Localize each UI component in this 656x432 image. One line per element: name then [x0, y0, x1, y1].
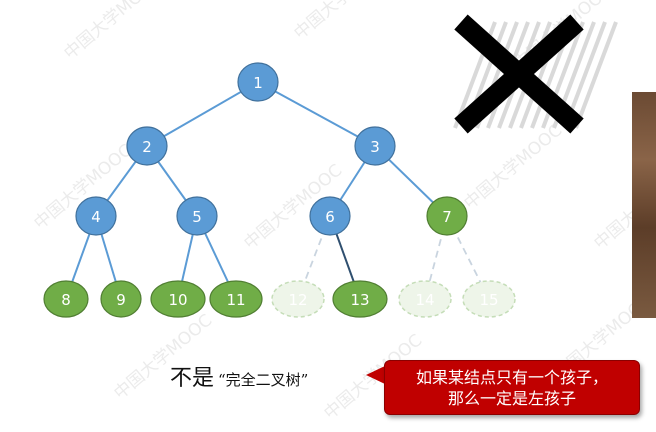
- tree-edge: [146, 81, 259, 147]
- node-circle: [126, 126, 168, 166]
- callout-line-2: 那么一定是左孩子: [447, 389, 576, 408]
- watermark-text: 中国大学MOOC: [460, 121, 566, 214]
- tree-edges: [65, 81, 490, 300]
- tree-node: 4: [75, 196, 117, 236]
- node-label: 1: [253, 74, 263, 92]
- node-label: 4: [91, 208, 101, 226]
- tree-node: 8: [43, 280, 89, 318]
- watermark-text: 中国大学MOOC: [290, 0, 396, 44]
- node-label: 3: [370, 138, 380, 156]
- tree-node: 6: [309, 196, 351, 236]
- node-circle: [100, 280, 142, 318]
- node-circle: [332, 280, 388, 318]
- node-label: 6: [325, 208, 335, 226]
- tree-node: 10: [150, 280, 206, 318]
- tree-node: 9: [100, 280, 142, 318]
- node-circle: [398, 280, 452, 318]
- node-label: 13: [350, 291, 369, 309]
- node-circle: [354, 126, 396, 166]
- cross-mark-icon: [454, 14, 584, 134]
- node-circle: [150, 280, 206, 318]
- tree-node: 1: [237, 62, 279, 102]
- node-circle: [43, 280, 89, 318]
- node-label: 12: [288, 291, 307, 309]
- node-label: 10: [168, 291, 187, 309]
- callout-line-1: 如果某结点只有一个孩子，: [415, 368, 608, 387]
- watermark-text: 中国大学MOOC: [60, 0, 166, 64]
- node-label: 14: [415, 291, 434, 309]
- tree-node: 11: [209, 280, 263, 318]
- node-label: 7: [442, 208, 452, 226]
- tree-node: 2: [126, 126, 168, 166]
- node-circle: [237, 62, 279, 102]
- node-label: 2: [142, 138, 152, 156]
- tree-node: 14: [398, 280, 452, 318]
- tree-edge: [257, 81, 376, 147]
- node-circle: [462, 280, 516, 318]
- caption: 不是“完全二叉树”: [170, 360, 308, 392]
- photo-fragment: [632, 92, 656, 318]
- cross-stroke: [454, 14, 584, 134]
- node-circle: [209, 280, 263, 318]
- caption-main: 不是: [170, 366, 215, 391]
- node-label: 11: [226, 291, 245, 309]
- tree-node: 3: [354, 126, 396, 166]
- tree-node: 15: [462, 280, 516, 318]
- tree-node: 13: [332, 280, 388, 318]
- caption-quoted-term: “完全二叉树”: [218, 371, 309, 389]
- callout-tail: [366, 366, 385, 384]
- node-label: 8: [61, 291, 71, 309]
- tree-node: 7: [426, 196, 468, 236]
- node-label: 15: [479, 291, 498, 309]
- node-circle: [75, 196, 117, 236]
- callout-box: 如果某结点只有一个孩子， 那么一定是左孩子: [384, 360, 640, 415]
- node-circle: [176, 196, 218, 236]
- node-circle: [271, 280, 325, 318]
- node-label: 5: [192, 208, 202, 226]
- hatch-line: [574, 21, 618, 129]
- tree-node: 12: [271, 280, 325, 318]
- node-circle: [426, 196, 468, 236]
- node-circle: [309, 196, 351, 236]
- tree-node: 5: [176, 196, 218, 236]
- node-label: 9: [116, 291, 126, 309]
